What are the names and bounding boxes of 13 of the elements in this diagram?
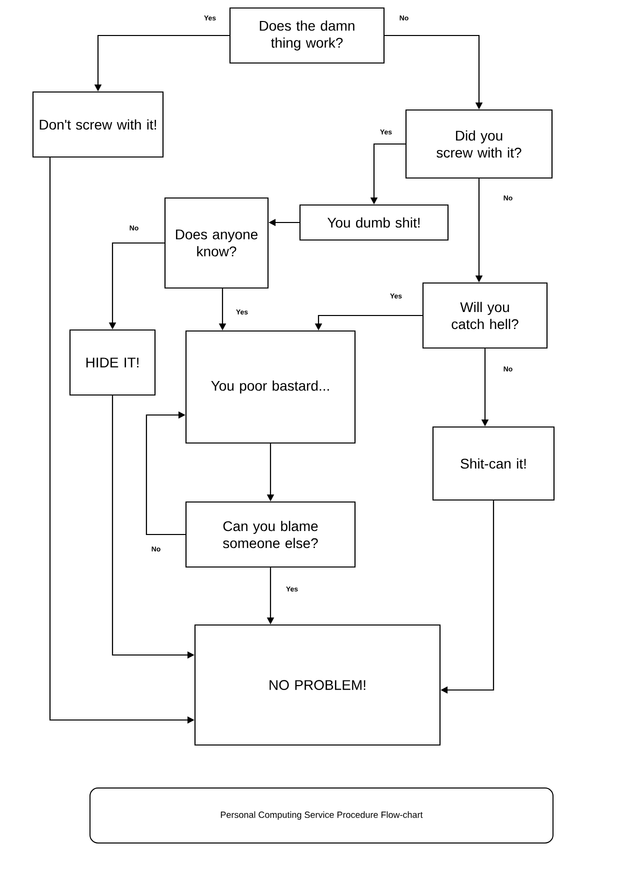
process-box: Can you blame someone else?	[185, 501, 356, 568]
process-box: Don't screw with it!	[32, 91, 164, 158]
process-box: Did you screw with it?	[405, 109, 553, 179]
process-box: Will you catch hell?	[422, 282, 548, 349]
process-box: You poor bastard...	[185, 330, 356, 444]
terminal-box: NO PROBLEM!	[194, 624, 441, 746]
arrow	[146, 411, 186, 536]
process-box: You dumb shit!	[299, 204, 449, 241]
process-box: Does anyone know?	[164, 197, 269, 289]
process-box: Shit-can it!	[432, 426, 555, 501]
process-box: Does the damn thing work?	[229, 7, 385, 64]
caption-box: Personal Computing Service Procedure Flow-chart	[90, 788, 554, 844]
process-box: HIDE IT!	[69, 329, 156, 396]
